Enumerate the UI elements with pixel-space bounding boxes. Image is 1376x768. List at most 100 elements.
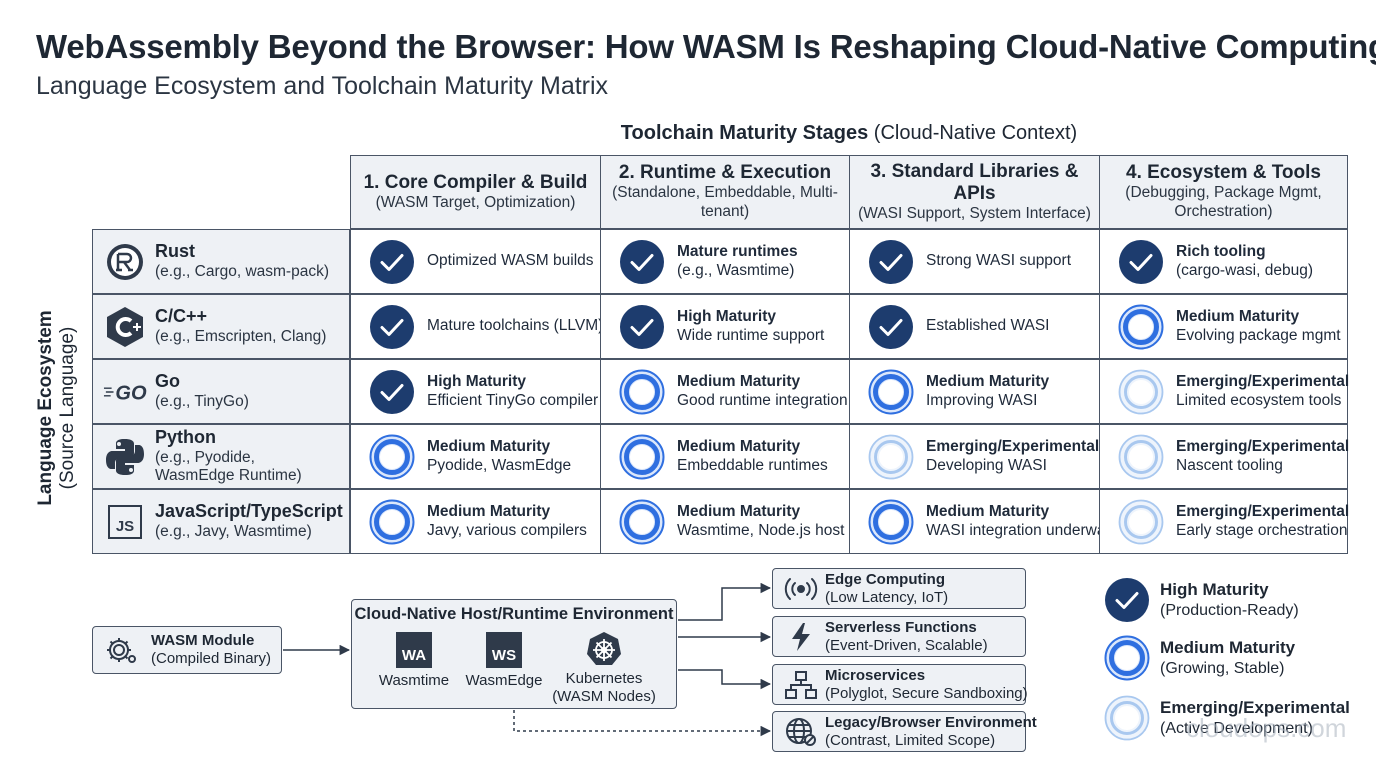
python-logo-icon [103,435,147,479]
high-maturity-icon [1119,239,1163,284]
stages-title-bold: Toolchain Maturity Stages [620,122,869,144]
medium-maturity-icon [1118,304,1164,349]
cell-status: Medium Maturity [926,502,1050,520]
legend-text: Medium Maturity(Growing, Stable) [1160,637,1295,679]
cell-status: Medium Maturity [677,372,801,390]
language-examples-cont: WasmEdge Runtime) [155,467,302,485]
medium-maturity-icon [619,499,665,544]
cell-status: Medium Maturity [926,372,1050,390]
runtime-wasmtime-label: Wasmtime [378,672,450,689]
runtime-kubernetes-sub: (WASM Nodes) [552,688,656,705]
language-name: C/C++ [155,306,208,327]
matrix-cell: Mature toolchains (LLVM) [350,294,603,359]
medium-maturity-icon [619,369,665,414]
column-header-sub: (WASI Support, System Interface) [858,204,1091,222]
language-examples: (e.g., Pyodide, [155,448,255,466]
cell-description: WASI integration underway [926,521,1114,539]
column-header-sub: (Standalone, Embeddable, Multi-tenant) [612,184,838,220]
language-text: JavaScript/TypeScript(e.g., Javy, Wasmti… [155,501,343,541]
high-maturity-icon [869,239,913,284]
arrow-host-to-legacy [513,710,772,737]
cell-text: Mature toolchains (LLVM) [427,317,603,336]
legend-item-emerging: Emerging/Experimental(Active Development… [1104,694,1354,742]
wasm-module-sub: (Compiled Binary) [151,650,272,667]
network-tree-icon [783,670,819,700]
go-logo-icon: GO [103,370,147,414]
maturity-matrix: 1. Core Compiler & Build(WASM Target, Op… [92,155,1350,554]
column-header-title: 4. Ecosystem & Tools [1126,162,1321,184]
cell-text: Strong WASI support [926,252,1071,271]
language-examples: (e.g., TinyGo) [155,393,249,410]
high-maturity-icon [370,369,414,414]
legend-title: High Maturity [1160,580,1269,599]
column-header-title: 2. Runtime & Execution [618,162,832,184]
legend-sub: (Growing, Stable) [1160,660,1285,677]
emerging-maturity-icon [1104,695,1150,741]
runtime-kubernetes: Kubernetes (WASM Nodes) [548,630,660,706]
medium-maturity-icon [619,434,665,479]
cell-description: Javy, various compilers [427,521,587,539]
target-serverless-sub: (Event-Driven, Scalable) [825,636,988,654]
ecosystem-axis-label: Language Ecosystem (Source Language) [35,283,91,533]
cell-status: Medium Maturity [1176,307,1300,325]
radio-waves-icon [783,574,819,604]
column-header-4: 4. Ecosystem & Tools(Debugging, Package … [1099,155,1348,229]
medium-maturity-icon [868,499,914,544]
cell-status: Emerging/Experimental [1176,372,1350,390]
runtime-wasmtime: WA Wasmtime [366,632,462,690]
language-row-header-rust: Rust(e.g., Cargo, wasm-pack) [92,229,350,294]
cell-description: Wide runtime support [677,326,825,344]
target-legacy-title: Legacy/Browser Environment [825,713,1037,731]
high-maturity-icon [869,304,913,349]
cell-status: Emerging/Experimental [1176,502,1350,520]
cell-description: Optimized WASM builds [427,252,594,270]
legend-text: Emerging/Experimental(Active Development… [1160,697,1350,739]
target-serverless-title: Serverless Functions [825,618,977,636]
cell-text: Mature runtimes(e.g., Wasmtime) [677,243,798,281]
runtime-wasmedge-label: WasmEdge [465,672,543,689]
target-microservices-sub: (Polyglot, Secure Sandboxing) [825,684,1028,702]
cell-status: Emerging/Experimental [1176,437,1350,455]
high-maturity-icon [620,304,664,349]
language-text: Rust(e.g., Cargo, wasm-pack) [155,241,329,281]
cell-description: Embeddable runtimes [677,456,828,474]
target-edge-title: Edge Computing [825,570,945,588]
ecosystem-label-title: Language Ecosystem [35,310,56,506]
column-header-title: 3. Standard Libraries & APIs [870,160,1079,204]
lightning-icon [783,622,819,652]
cell-status: Medium Maturity [677,437,801,455]
target-edge-computing: Edge Computing(Low Latency, IoT) [772,568,1026,609]
cell-description: Established WASI [926,317,1050,335]
cell-description: Nascent tooling [1176,456,1283,474]
cell-status: Emerging/Experimental [926,437,1100,455]
high-maturity-icon [620,239,664,284]
kubernetes-helm-icon [585,630,623,668]
cell-description: Pyodide, WasmEdge [427,456,572,474]
cell-description: Good runtime integration [677,391,848,409]
language-text: Python(e.g., Pyodide,WasmEdge Runtime) [155,427,302,486]
column-header-1: 1. Core Compiler & Build(WASM Target, Op… [350,155,601,229]
language-name: Python [155,427,216,448]
cell-status: High Maturity [677,307,777,325]
legend-item-high: High Maturity(Production-Ready) [1104,576,1354,624]
cell-status: Medium Maturity [427,437,551,455]
language-row-header-python: Python(e.g., Pyodide,WasmEdge Runtime) [92,424,350,489]
cell-description: Evolving package mgmt [1176,326,1341,344]
column-header-title: 1. Core Compiler & Build [363,171,588,193]
